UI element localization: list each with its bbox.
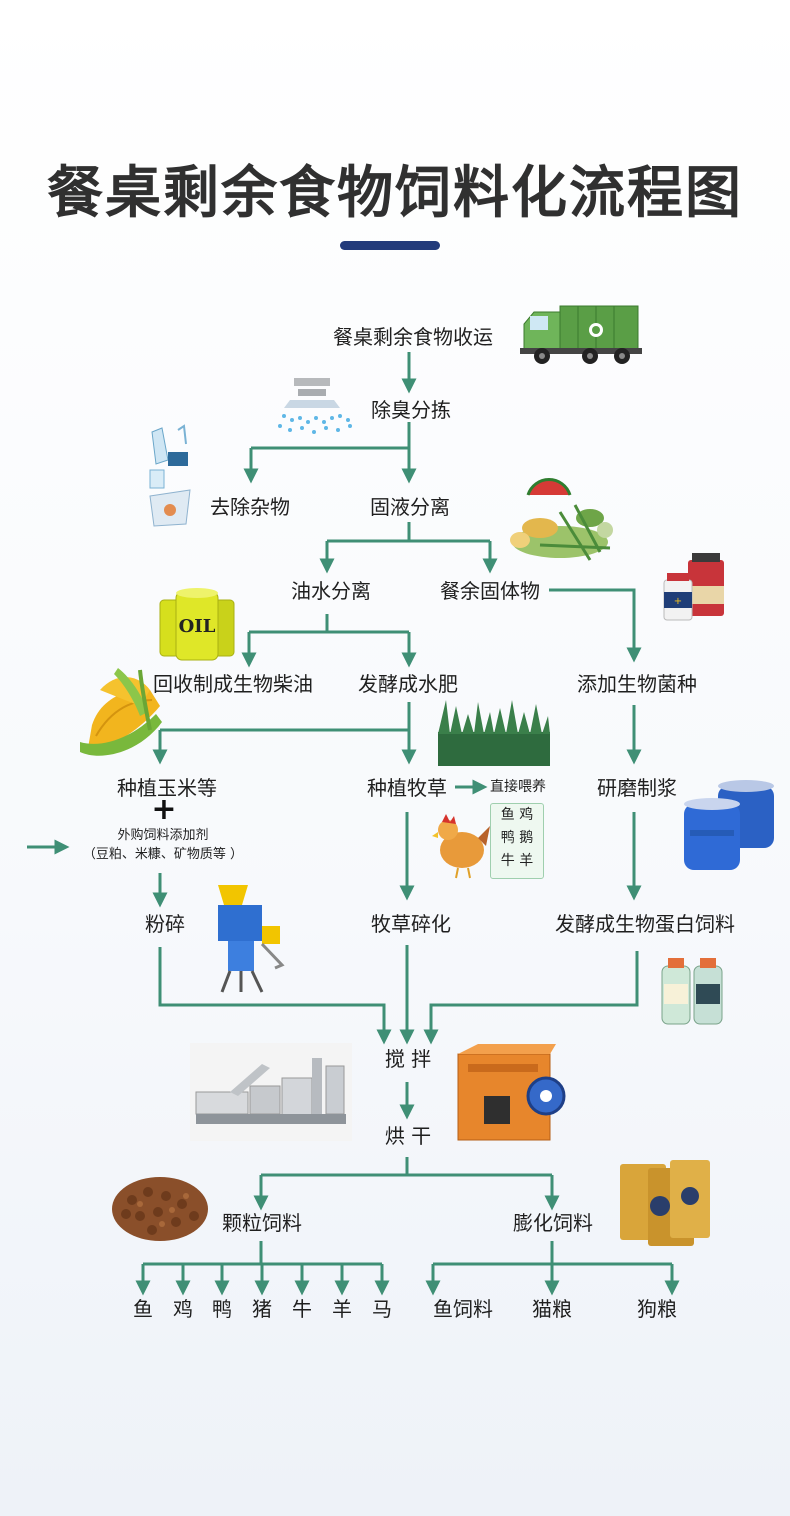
step-food-solids: 餐余固体物	[440, 579, 540, 603]
step-protein-feed: 发酵成生物蛋白饲料	[555, 912, 735, 936]
plus-sign: +	[151, 792, 177, 827]
puffed-output-label: 猫粮	[532, 1297, 572, 1321]
step-grind-pulp: 研磨制浆	[597, 776, 677, 800]
title-underline	[340, 241, 440, 250]
feed-animal: 鱼	[500, 807, 515, 823]
crush-to-mix	[158, 947, 392, 1045]
step-puffed-feed: 膨化饲料	[513, 1211, 593, 1235]
grinder-machine-icon	[218, 885, 285, 993]
step-ferment-fertilizer: 发酵成水肥	[358, 672, 458, 696]
corn-icon	[80, 668, 162, 756]
feed-animal-row: 鱼 鸡	[491, 804, 543, 827]
feed-animal: 牛	[500, 853, 515, 869]
pellet-output-label: 鸡	[173, 1297, 193, 1321]
step-additives-title: 外购饲料添加剂	[117, 828, 209, 843]
pellet-output-label: 羊	[332, 1297, 352, 1321]
pet-food-bags-icon	[620, 1160, 710, 1246]
medicine-bottles-icon: +	[663, 553, 724, 621]
feed-animal: 羊	[519, 853, 534, 869]
pellet-output-label: 猪	[252, 1297, 272, 1321]
garbage-truck-icon	[520, 305, 642, 364]
output-arrows	[135, 1264, 680, 1296]
direct-feed-animals-box: 鱼 鸡 鸭 鹅 牛 羊	[490, 803, 544, 879]
blue-barrels-icon	[684, 780, 774, 870]
step-plant-grass: 种植牧草	[367, 776, 447, 800]
pellet-output-label: 鱼	[133, 1297, 153, 1321]
oil-barrels-icon: OIL	[159, 588, 235, 661]
production-line-icon	[190, 1043, 352, 1141]
feed-animal: 鸭	[500, 830, 515, 846]
feed-animal-row: 鸭 鹅	[491, 827, 543, 850]
puffed-output-label: 狗粮	[637, 1297, 677, 1321]
step-add-bacteria: 添加生物菌种	[577, 672, 697, 696]
feed-pellets-icon	[112, 1177, 208, 1241]
step-collect: 餐桌剩余食物收运	[333, 325, 493, 349]
step-crush: 粉碎	[145, 912, 185, 936]
hen-icon	[432, 814, 490, 879]
step-mix: 搅 拌	[384, 1047, 432, 1071]
step-additives-detail: （豆粕、米糠、矿物质等 ）	[82, 847, 244, 862]
puffed-output-label: 鱼饲料	[433, 1297, 493, 1321]
grass-icon	[438, 700, 550, 766]
step-biodiesel: 回收制成生物柴油	[153, 672, 313, 696]
step-solid-liquid: 固液分离	[370, 495, 450, 519]
foodsolids-right	[549, 588, 642, 663]
step-deodorize: 除臭分拣	[371, 398, 451, 422]
debris-icon	[149, 424, 191, 527]
svg-text:+: +	[674, 596, 682, 607]
step-direct-feed: 直接喂养	[490, 779, 546, 795]
dryer-machine-icon	[457, 1044, 566, 1141]
pellet-output-label: 牛	[292, 1297, 312, 1321]
page-title: 餐桌剩余食物饲料化流程图	[47, 161, 743, 226]
step-dry: 烘 干	[384, 1124, 432, 1148]
step-pellet-feed: 颗粒饲料	[222, 1211, 302, 1235]
svg-text:OIL: OIL	[179, 616, 216, 637]
feed-animal: 鹅	[519, 830, 534, 846]
protein-to-mix	[423, 951, 639, 1045]
vegetable-scraps-icon	[510, 478, 613, 561]
pellet-output-label: 鸭	[212, 1297, 232, 1321]
feed-animal-row: 牛 羊	[491, 850, 543, 873]
deodorizer-icon	[278, 378, 352, 434]
feed-animal: 鸡	[519, 807, 534, 823]
step-grass-chop: 牧草碎化	[371, 912, 451, 936]
pellet-output-label: 马	[372, 1297, 392, 1321]
bacteria-bottles-icon	[661, 958, 723, 1025]
step-remove-impurities: 去除杂物	[210, 495, 290, 519]
step-plant-corn: 种植玉米等	[117, 776, 217, 800]
step-oil-water: 油水分离	[291, 579, 371, 603]
